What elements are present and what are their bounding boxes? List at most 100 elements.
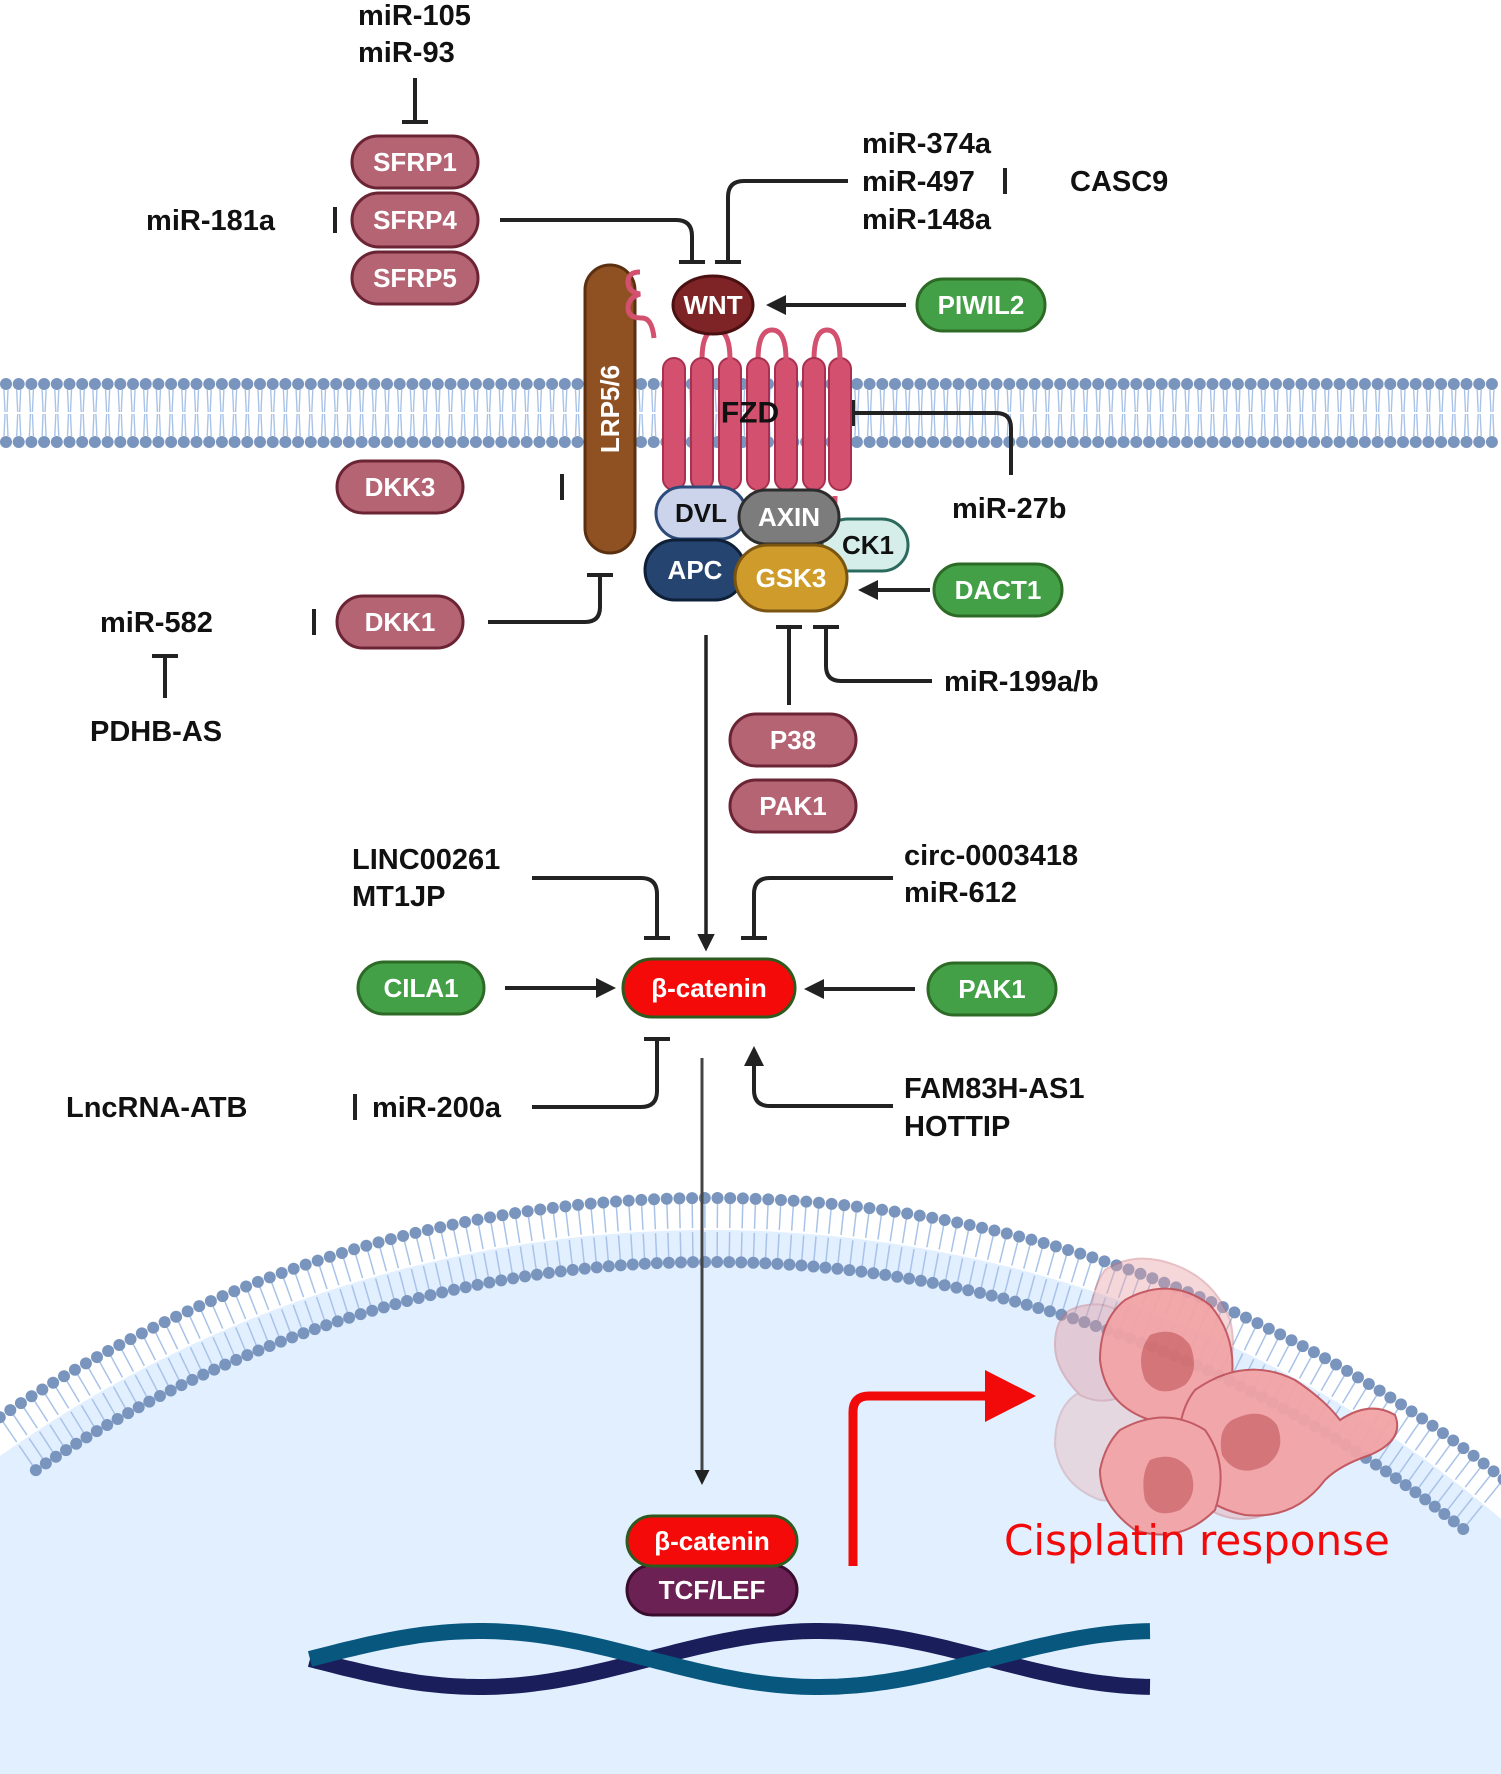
lipid-tail [1298, 389, 1305, 437]
lipid-head [1181, 436, 1194, 448]
lipid-head [1092, 436, 1105, 448]
ck1-node[interactable]: CK1 [820, 517, 910, 573]
lipid-head [938, 1214, 951, 1227]
piwil2-node[interactable]: PIWIL2 [915, 277, 1047, 333]
lipid-tail [130, 389, 136, 437]
lipid-head [520, 436, 533, 448]
lipid-head [1330, 1358, 1343, 1371]
lipid-head [421, 1224, 434, 1237]
beta-catenin-nuclear-node[interactable]: β-catenin [625, 1514, 799, 1568]
lipid-head [348, 1243, 361, 1256]
dkk3-node[interactable]: DKK3 [335, 459, 465, 515]
lipid-tail [909, 1220, 920, 1274]
sfrp4-node[interactable]: SFRP4 [350, 191, 480, 249]
gsk3-node[interactable]: GSK3 [733, 543, 849, 613]
lipid-head [1244, 378, 1257, 390]
lipid-tail [813, 1207, 820, 1262]
lipid-tail [527, 1216, 537, 1270]
apc-node[interactable]: APC [643, 538, 747, 602]
lipid-head [997, 1292, 1010, 1305]
lipid-head [287, 1262, 300, 1275]
lipid-head [578, 1262, 591, 1275]
lipid-head [63, 436, 76, 448]
lipid-head [216, 1290, 229, 1303]
lipid-head [990, 436, 1003, 448]
lipid-head [263, 1271, 276, 1284]
lipid-head [113, 1339, 126, 1352]
lipid-tail [849, 1211, 858, 1266]
lrp56-receptor[interactable]: LRP5/6 [583, 263, 637, 555]
fzd-label: FZD [721, 397, 779, 430]
lipid-head [147, 1321, 160, 1334]
axin-node[interactable]: AXIN [737, 488, 841, 546]
lipid-head [297, 1327, 310, 1340]
lipid-tail [342, 1257, 360, 1310]
lipid-tail [917, 389, 924, 437]
lipid-head [1379, 1465, 1392, 1478]
lipid-head [1092, 378, 1105, 390]
lipid-head [1362, 1377, 1375, 1390]
sfrp1-node[interactable]: SFRP1 [350, 134, 480, 190]
lipid-tail [764, 1204, 769, 1259]
dact1-node[interactable]: DACT1 [932, 562, 1064, 618]
lipid-head [1074, 1247, 1087, 1260]
lipid-head [393, 436, 406, 448]
lipid-head [79, 1357, 92, 1370]
lipid-head [812, 1196, 825, 1209]
lipid-head [795, 1259, 808, 1272]
lipid-head [14, 1397, 27, 1410]
lipid-head [927, 436, 940, 448]
lipid-head [938, 1279, 951, 1292]
lipid-head [292, 378, 305, 390]
fzd-receptor[interactable]: FZD [625, 269, 852, 538]
p38-node[interactable]: P38 [728, 712, 858, 768]
hottip-label: HOTTIP [904, 1111, 1010, 1143]
lipid-head [193, 1300, 206, 1313]
lipid-tail [638, 389, 644, 437]
cila1-node[interactable]: CILA1 [356, 960, 486, 1016]
lipid-head [101, 1419, 114, 1432]
mir148a-label: miR-148a [862, 204, 992, 236]
lipid-tail [247, 1290, 269, 1342]
lipid-head [1037, 1236, 1050, 1249]
lipid-tail [1108, 389, 1114, 437]
lipid-head [1333, 378, 1346, 390]
tcf-lef-node[interactable]: TCF/LEF [625, 1563, 799, 1617]
sfrp5-node[interactable]: SFRP5 [350, 250, 480, 306]
lipid-head [1477, 1457, 1490, 1470]
lipid-head [1117, 436, 1130, 448]
lipid-tail [825, 1208, 832, 1263]
lipid-tail [1062, 1258, 1080, 1311]
lipid-tail [837, 1210, 845, 1264]
lipid-head [1397, 378, 1409, 390]
wnt-node[interactable]: WNT [671, 274, 755, 336]
fam83h-as1-label: FAM83H-AS1 [904, 1073, 1085, 1105]
lipid-tail [28, 389, 35, 437]
lipid-tail [1311, 389, 1317, 437]
p38-node-shape [728, 712, 858, 768]
cila1-node-shape [356, 960, 486, 1016]
lipid-head [330, 378, 343, 390]
lipid-head [471, 1213, 484, 1226]
lipid-head [1206, 436, 1219, 448]
pak1-activator-node[interactable]: PAK1 [926, 961, 1058, 1017]
sfrp1-node-label: SFRP1 [373, 147, 457, 177]
lipid-head [635, 378, 647, 390]
lipid-head [1257, 378, 1270, 390]
lipid-head [1143, 378, 1155, 390]
lipid-head [165, 378, 178, 390]
lipid-head [521, 1205, 534, 1218]
lipid-tail [320, 389, 327, 437]
lipid-head [952, 378, 965, 390]
lipid-head [135, 1327, 148, 1340]
lipid-tail [1095, 389, 1101, 437]
p38-node-label: P38 [770, 725, 816, 755]
dkk1-node[interactable]: DKK1 [335, 594, 465, 650]
pak1-inhibitor-node-label: PAK1 [759, 791, 826, 821]
lipid-tail [932, 1224, 945, 1279]
lipid-head [1054, 436, 1067, 448]
lipid-tail [409, 389, 416, 437]
pak1-inhibitor-node[interactable]: PAK1 [728, 778, 858, 834]
beta-catenin-node[interactable]: β-catenin [621, 957, 797, 1019]
dvl-node[interactable]: DVL [654, 485, 748, 541]
